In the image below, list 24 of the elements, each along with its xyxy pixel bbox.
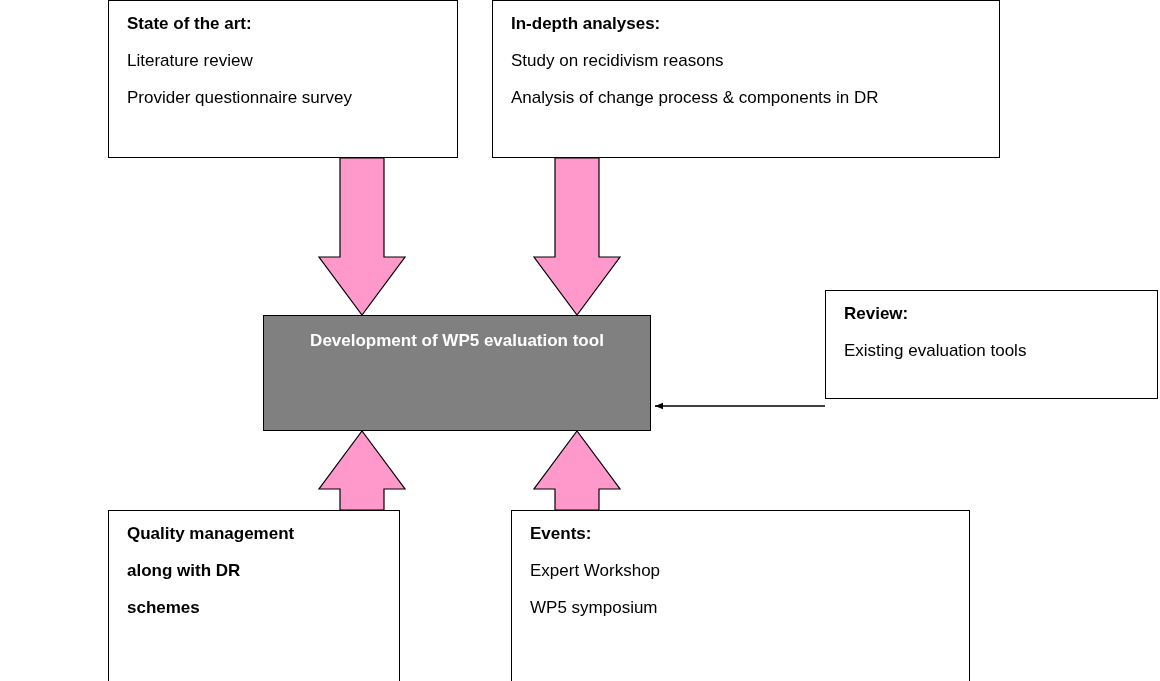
box-text: Provider questionnaire survey xyxy=(127,87,352,109)
box-heading: Quality management along with DR schemes xyxy=(127,523,296,619)
text-box xyxy=(108,510,400,681)
box-heading: Review: xyxy=(844,303,909,325)
box-heading: State of the art: xyxy=(127,13,252,35)
box-text: Analysis of change process & components in DR xyxy=(511,87,879,109)
block-arrow xyxy=(317,430,407,511)
box-text: Study on recidivism reasons xyxy=(511,50,724,72)
box-title: Development of WP5 evaluation tool xyxy=(309,330,605,352)
box-heading: Events: xyxy=(530,523,592,545)
block-arrow xyxy=(317,157,407,316)
block-arrow xyxy=(532,157,622,316)
process-box xyxy=(263,315,651,431)
box-text: WP5 symposium xyxy=(530,597,658,619)
text-box xyxy=(492,0,1000,158)
box-text: Existing evaluation tools xyxy=(844,340,1027,362)
block-arrow xyxy=(532,430,622,511)
box-text: Expert Workshop xyxy=(530,560,661,582)
text-box xyxy=(825,290,1158,399)
box-heading: In-depth analyses: xyxy=(511,13,661,35)
arrow xyxy=(654,402,826,410)
box-text: Literature review xyxy=(127,50,253,72)
text-box xyxy=(511,510,970,681)
text-box xyxy=(108,0,458,158)
